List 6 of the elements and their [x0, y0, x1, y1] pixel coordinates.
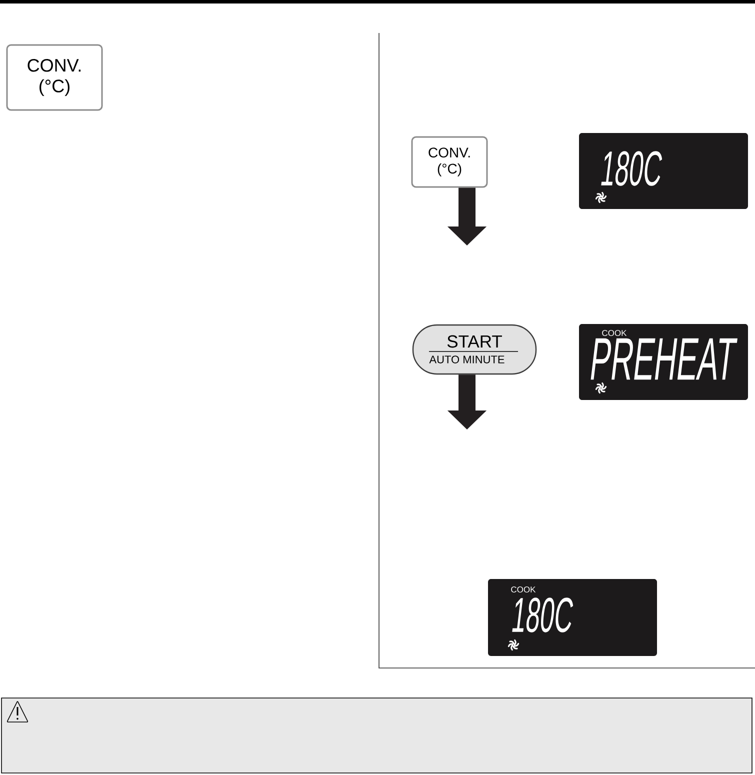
lcd-display: COOK PREHEAT: [579, 324, 748, 400]
lcd-display: COOK 180C: [488, 579, 657, 656]
start-button: START AUTO MINUTE: [412, 324, 537, 375]
lcd-display: 180C: [579, 133, 748, 209]
key-button: CONV. (°C): [411, 136, 488, 188]
key-button: CONV. (°C): [6, 44, 103, 111]
